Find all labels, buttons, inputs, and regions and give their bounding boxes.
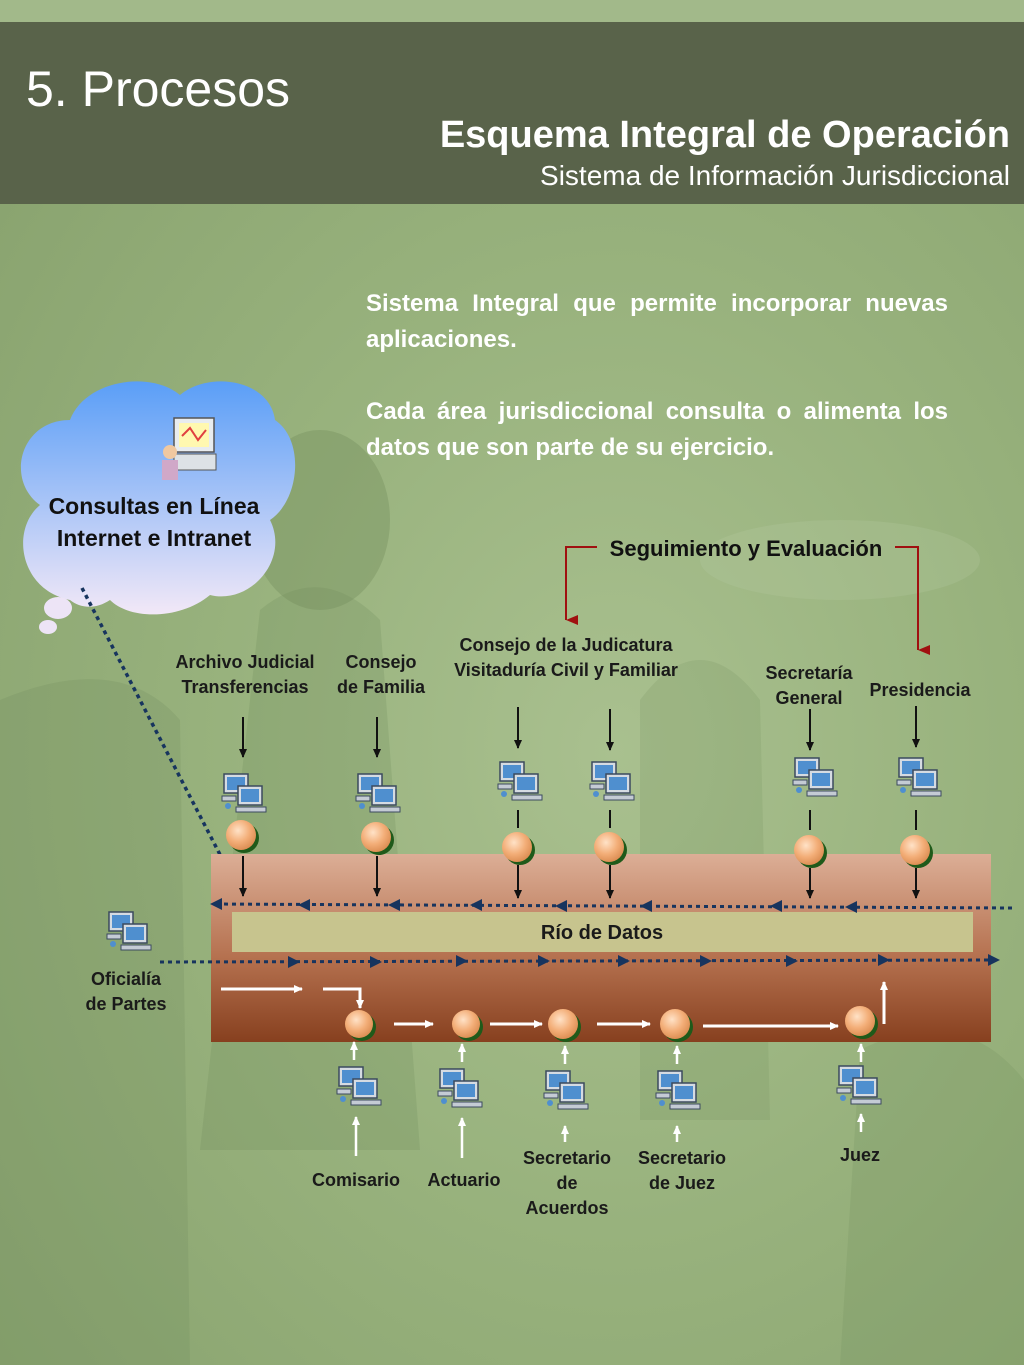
diagram-subtitle: Esquema Integral de Operación [439,114,1010,156]
bottom-node-juez [836,1006,882,1132]
bottom-node-secretario-juez [655,1009,701,1142]
top-strip [0,0,1024,22]
bottom-node-label-juez: Juez [839,1145,881,1165]
bottom-node-label-secretario-acuerdos: Secretario de Acuerdos [522,1148,612,1218]
oficialia-computer-icon [106,911,152,951]
top-node-judicatura-2 [589,709,635,899]
seguimiento-label: Seguimiento y Evaluación [609,536,883,561]
user-at-terminal-icon [162,417,217,480]
system-subtitle: Sistema de Información Jurisdiccional [540,160,1010,191]
upper-data-arrows [210,898,857,913]
top-node-secretaria-general [792,709,838,899]
top-node-label-archivo: Archivo Judicial Transferencias [175,652,315,697]
bottom-node-secretario-acuerdos [543,1009,589,1142]
page-title: 5. Procesos [26,61,291,117]
bottom-node-label-actuario: Actuario [427,1170,501,1190]
oficialia-label: Oficialía de Partes [85,969,167,1014]
top-node-presidencia [896,706,942,899]
river-band [232,912,973,952]
bottom-node-label-comisario: Comisario [311,1170,401,1190]
river-label: Río de Datos [540,922,664,944]
process-flow-arrows [221,981,888,1030]
cloud-label-line1: Consultas en Línea [48,493,260,519]
top-node-judicatura-1 [497,707,543,899]
cloud-label: Consultas en Línea Internet e Intranet [49,490,260,554]
cloud-consultas [20,381,296,634]
top-node-label-consejo-familia: Consejo de Familia [336,652,426,697]
bottom-node-comisario [336,1010,382,1156]
top-node-label-presidencia: Presidencia [869,680,971,700]
top-node-label-judicatura: Consejo de la Judicatura Visitaduría Civ… [454,635,678,680]
top-node-archivo [221,717,267,897]
bottom-node-actuario [437,1010,483,1158]
intro-paragraph-1: Sistema Integral que permite incorporar … [366,290,948,353]
cloud-label-line2: Internet e Intranet [56,525,252,551]
lower-data-arrows [288,954,1000,968]
header-bar [0,22,1024,204]
seguimiento-bracket [565,546,930,655]
top-node-label-secretaria: Secretaría General [765,663,853,708]
intro-paragraph-2: Cada área jurisdiccional consulta o alim… [366,398,948,461]
upper-data-line [213,902,1013,910]
top-node-consejo-familia [355,717,401,897]
bottom-node-label-secretario-juez: Secretario de Juez [637,1148,727,1193]
